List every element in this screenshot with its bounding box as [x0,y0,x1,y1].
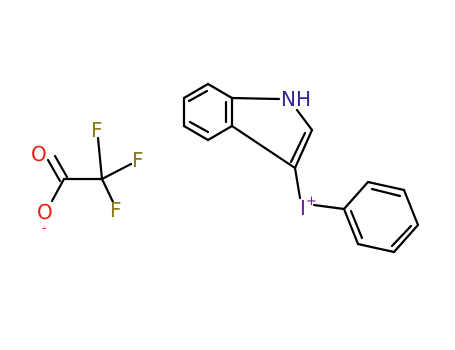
indolyl-phenyl-iodonium-cation: NH I + [182,82,420,254]
bond-c-o-double-a [46,158,62,183]
bond-c-o-single [50,177,66,203]
bond-phenyl-4 [392,223,420,254]
bond-indole-c4-c3a [206,124,234,142]
bond-phenyl-6 [342,207,360,246]
bond-indole-inner-1 [187,89,209,103]
bond-iodine-phenyl [312,203,346,211]
bond-indole-c5-c4 [182,124,210,142]
bond-indole-c7a-n1 [230,96,281,101]
bond-indole-n1-c2 [295,108,314,132]
bond-c3-iodine [293,166,302,200]
cation-charge-label: + [306,194,317,209]
bond-phenyl-1 [342,180,370,211]
anion-charge-label: - [42,221,47,236]
bond-phenyl-inner-2 [390,224,413,248]
bond-phenyl-inner-3 [349,209,364,240]
bond-c-o-double-b [53,154,69,179]
bond-phenyl-5 [356,242,396,254]
bond-indole-c2-c3 [293,128,314,170]
oxygen-carbonyl-label: O [31,142,47,166]
fluorine-2-label: F [132,148,144,172]
bond-indole-inner-2 [188,120,210,134]
bond-c-f3 [100,177,115,204]
trifluoroacetate-anion: O O - F F F [31,118,144,236]
bond-indole-c2-c3-inner [289,131,307,164]
bond-c-f2 [100,162,133,181]
nh-label: NH [281,87,311,111]
bond-phenyl-3 [402,188,420,227]
bond-phenyl-inner-1 [370,187,402,198]
bond-indole-c7-c6 [182,82,210,100]
oxygen-anion-label: O [37,200,53,224]
bond-c-f1 [96,136,104,181]
fluorine-3-label: F [110,198,122,222]
bond-indole-c7a-c7 [206,82,234,100]
bond-phenyl-2 [366,180,406,192]
fluorine-1-label: F [91,118,103,142]
bond-indole-c3-c3a [230,124,297,170]
iodine-label: I [300,196,306,220]
